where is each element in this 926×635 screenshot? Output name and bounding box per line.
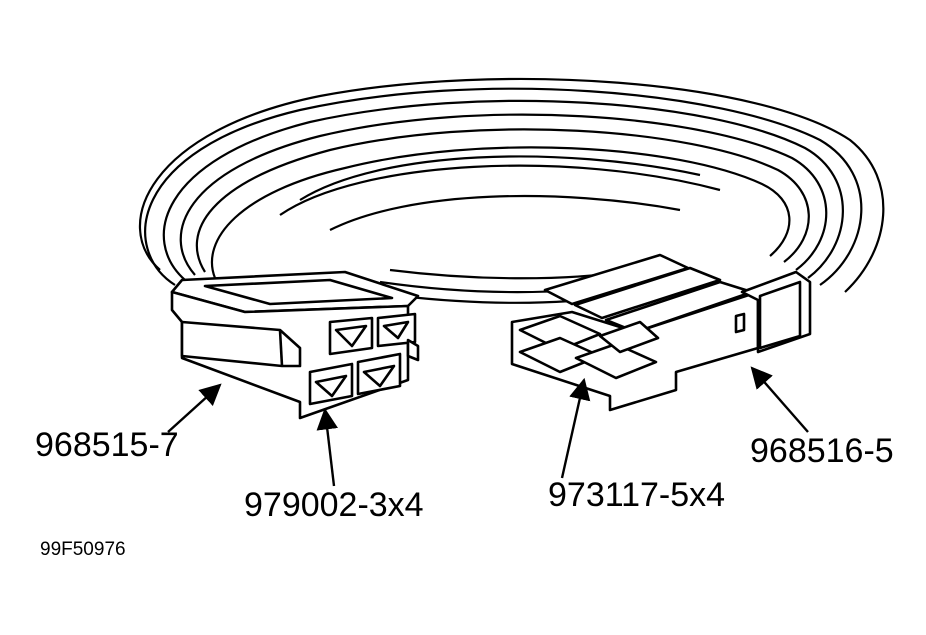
leader-arrows	[167, 366, 809, 487]
arrow-968515-7	[167, 383, 222, 433]
part-label-973117-5x4: 973117-5x4	[548, 476, 726, 514]
part-label-968515-7: 968515-7	[35, 426, 179, 464]
part-label-979002-3x4: 979002-3x4	[244, 486, 424, 524]
figure-id: 99F50976	[40, 539, 126, 560]
left-connector	[170, 270, 420, 420]
arrow-968516-5	[750, 366, 809, 433]
wire-coil	[138, 77, 885, 304]
arrow-979002-3x4	[316, 407, 339, 487]
arrow-973117-5x4	[560, 377, 591, 479]
part-label-968516-5: 968516-5	[750, 432, 894, 470]
